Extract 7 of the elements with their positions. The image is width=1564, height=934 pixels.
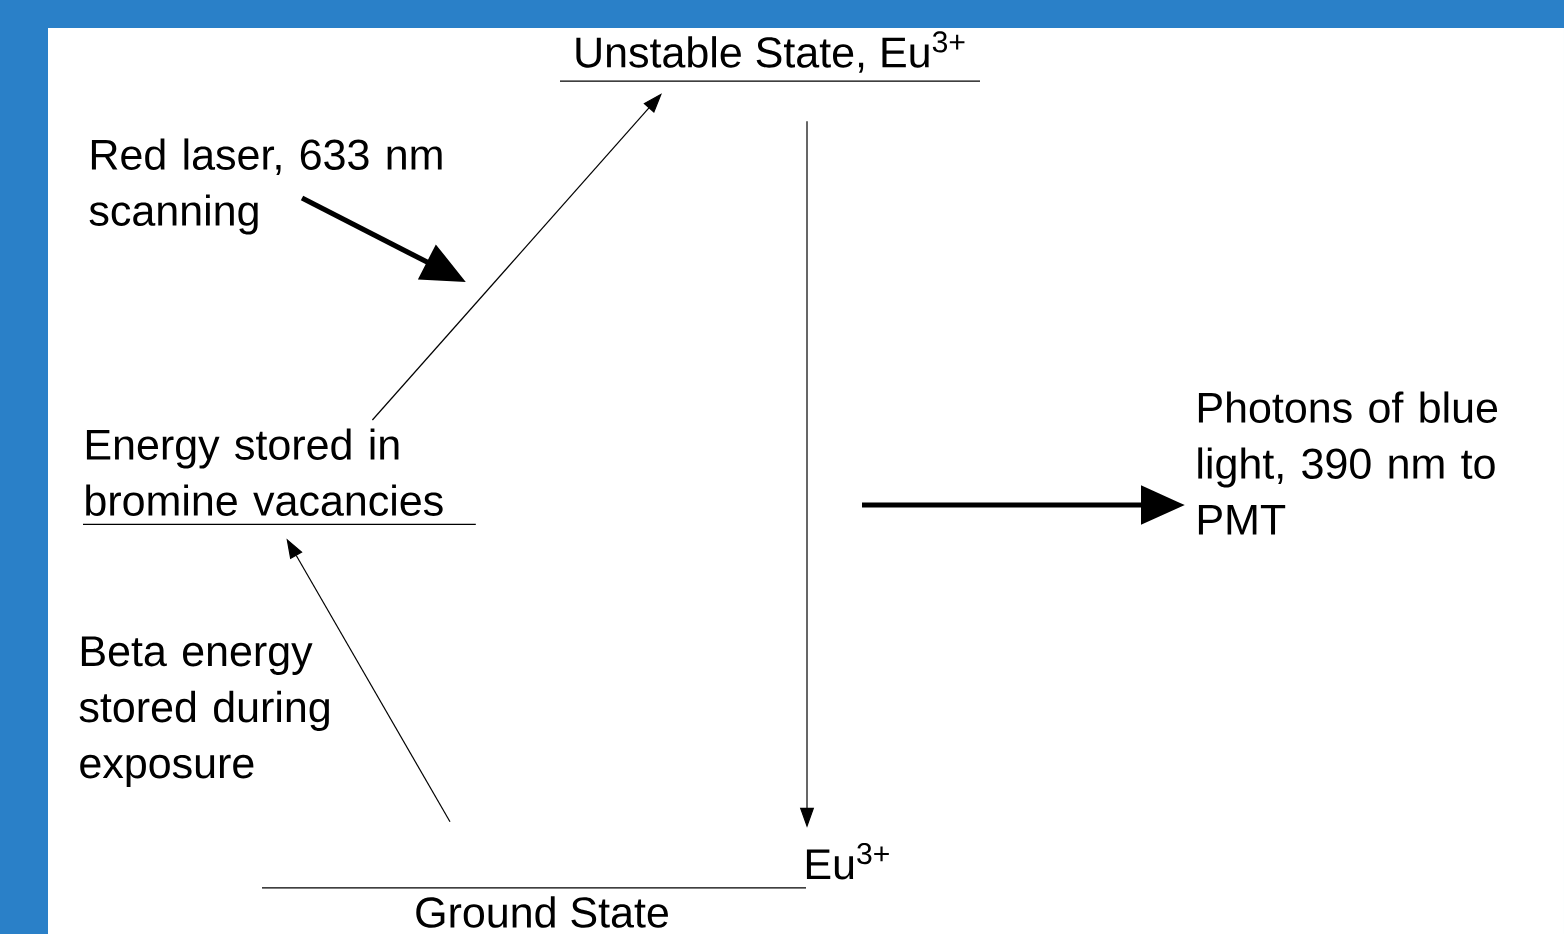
energy-level: Unstable State, Eu$^{3+}$ [559,31,981,82]
text-note: Photons of blue light, 390 nm to PMT [1198,391,1498,535]
arrow [371,93,662,421]
energy-level: Energy stored in bromine vacancies [82,428,477,525]
text-label: Beta energy stored during exposure [79,636,329,787]
energy-level: Ground State Eu$^{3+}$ [261,842,889,928]
text-note: Red laser, 633 nm scanning [89,138,442,235]
